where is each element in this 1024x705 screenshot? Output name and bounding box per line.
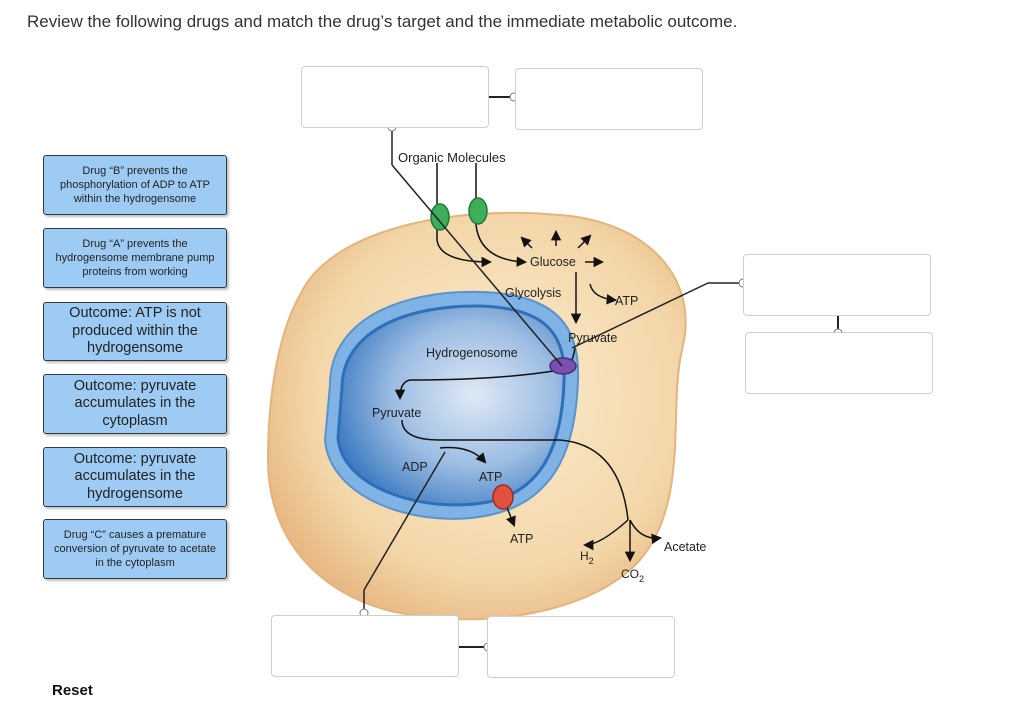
diagram-label-pyruvate-hydrogenosome: Pyruvate <box>372 406 421 420</box>
diagram-label-adp: ADP <box>402 460 428 474</box>
label-drug-c[interactable]: Drug “C” causes a premature conversion o… <box>43 519 227 579</box>
reset-button[interactable]: Reset <box>52 682 93 699</box>
drop-target-top-right[interactable] <box>515 68 703 130</box>
drop-target-bottom-left[interactable] <box>271 615 459 677</box>
diagram-label-atp-inner: ATP <box>479 470 502 484</box>
diagram-label-hydrogenosome: Hydrogenosome <box>426 346 518 360</box>
diagram-label-glucose: Glucose <box>530 255 576 269</box>
diagram-label-pyruvate-cytoplasm: Pyruvate <box>568 331 617 345</box>
hydrogenosome-pyruvate-transporter <box>549 357 577 375</box>
drop-target-top-left[interactable] <box>301 66 489 128</box>
diagram-label-co2: CO2 <box>621 567 644 584</box>
diagram-label-h2: H2 <box>580 549 594 566</box>
drop-target-right-bottom[interactable] <box>745 332 933 394</box>
diagram-label-atp-outer: ATP <box>510 532 533 546</box>
diagram-label-glycolysis: Glycolysis <box>505 286 561 300</box>
hydrogenosome-inner <box>336 304 566 507</box>
drop-target-bottom-right[interactable] <box>487 616 675 678</box>
question-prompt: Review the following drugs and match the… <box>27 12 738 31</box>
diagram-label-atp-cytoplasm: ATP <box>615 294 638 308</box>
label-outcome-pyruvate-cytoplasm[interactable]: Outcome: pyruvate accumulates in the cyt… <box>43 374 227 434</box>
membrane-transporter-right <box>468 197 488 225</box>
diagram-label-acetate: Acetate <box>664 540 706 554</box>
label-drug-b[interactable]: Drug “B” prevents the phosphorylation of… <box>43 155 227 215</box>
label-outcome-pyruvate-hydrogensome[interactable]: Outcome: pyruvate accumulates in the hyd… <box>43 447 227 507</box>
drop-target-right-top[interactable] <box>743 254 931 316</box>
atp-synthase <box>492 484 514 510</box>
membrane-transporter-left <box>430 203 450 231</box>
label-drug-a[interactable]: Drug “A” prevents the hydrogensome membr… <box>43 228 227 288</box>
diagram-label-organic-molecules: Organic Molecules <box>398 150 506 165</box>
label-outcome-atp-not-produced[interactable]: Outcome: ATP is not produced within the … <box>43 302 227 361</box>
